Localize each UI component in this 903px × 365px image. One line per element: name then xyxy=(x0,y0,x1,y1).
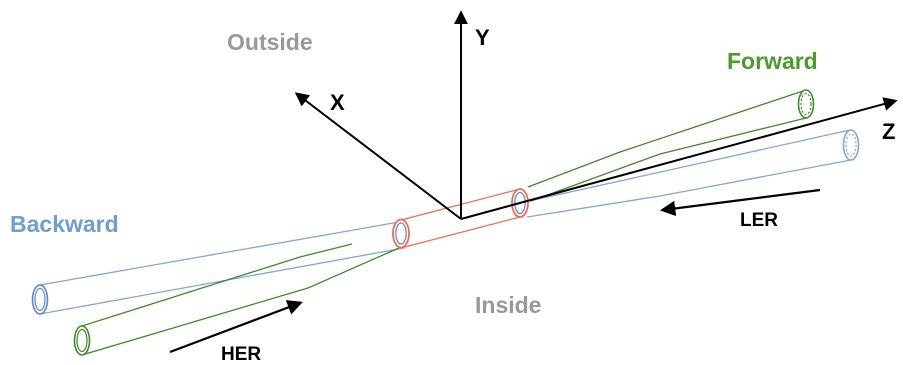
inside-label: Inside xyxy=(475,292,542,318)
axis-y-label: Y xyxy=(475,25,490,50)
z-axis xyxy=(460,97,898,220)
forward-label: Forward xyxy=(727,48,818,74)
axis-x-label: X xyxy=(330,90,345,115)
backward-her-pipe xyxy=(73,243,400,356)
x-axis xyxy=(294,92,462,220)
axis-z-label: Z xyxy=(882,119,896,144)
outside-label: Outside xyxy=(227,29,313,55)
coordinate-axes xyxy=(294,10,898,220)
her-label: HER xyxy=(221,344,262,365)
forward-her-pipe xyxy=(527,89,815,202)
backward-ler-pipe xyxy=(31,221,405,315)
backward-label: Backward xyxy=(10,211,119,237)
ler-label: LER xyxy=(740,210,778,231)
forward-ler-pipe xyxy=(526,129,860,218)
ler-direction-arrow xyxy=(659,188,821,217)
her-direction-arrow xyxy=(169,300,303,354)
